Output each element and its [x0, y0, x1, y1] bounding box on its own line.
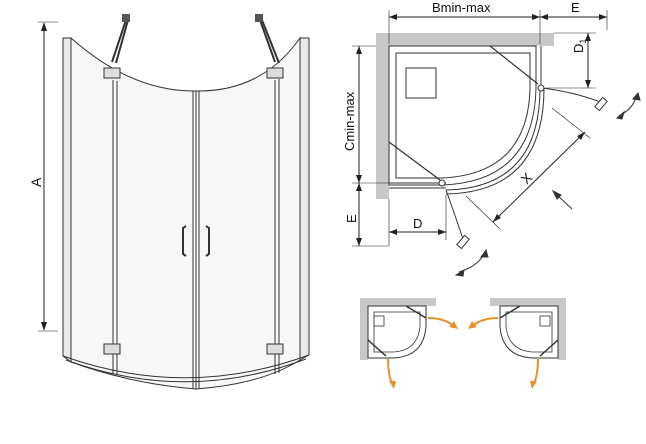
tray-base: [62, 354, 310, 383]
plan-view: Bmin-max E D1 Cmin-max: [342, 0, 641, 277]
ceiling-brace-icon: [388, 45, 539, 181]
dimension-d1: D1: [546, 32, 596, 89]
label-d: D: [413, 216, 422, 231]
front-view: A: [28, 14, 310, 390]
walls: [376, 33, 554, 199]
variant-right: [468, 298, 566, 389]
door-edges: [112, 79, 280, 389]
door-open-bottom: [438, 179, 470, 250]
variant-left: [360, 298, 458, 389]
door-hinge-icon: [103, 67, 284, 355]
door-swing-arrow-icon: [387, 317, 458, 389]
shower-tray: [388, 45, 537, 186]
dimension-b: Bmin-max: [388, 0, 541, 44]
label-e-left: E: [344, 214, 359, 223]
label-x: X: [517, 169, 535, 187]
door-swing-arrow-icon: [615, 91, 641, 120]
dimension-a: A: [28, 21, 58, 332]
pointer-arrow-icon: [551, 189, 573, 210]
label-b: Bmin-max: [432, 0, 491, 15]
ceiling-brace-icon: [255, 14, 280, 64]
label-d1: D1: [571, 39, 588, 53]
dimension-e-top: E: [540, 0, 608, 30]
dimension-e-left: E: [344, 183, 389, 247]
ceiling-brace-icon: [111, 14, 130, 64]
label-a: A: [28, 177, 44, 187]
door-handle-icon: [182, 225, 210, 257]
dimension-c: Cmin-max: [342, 45, 389, 184]
door-swing-arrow-icon: [468, 317, 539, 389]
label-e-top: E: [571, 0, 580, 15]
glass-curve: [389, 46, 545, 195]
label-c: Cmin-max: [342, 91, 357, 151]
door-open-right: [537, 84, 608, 112]
door-swing-arrow-icon: [454, 248, 489, 277]
glass-panels: [62, 36, 310, 390]
dimension-d: D: [388, 195, 447, 246]
